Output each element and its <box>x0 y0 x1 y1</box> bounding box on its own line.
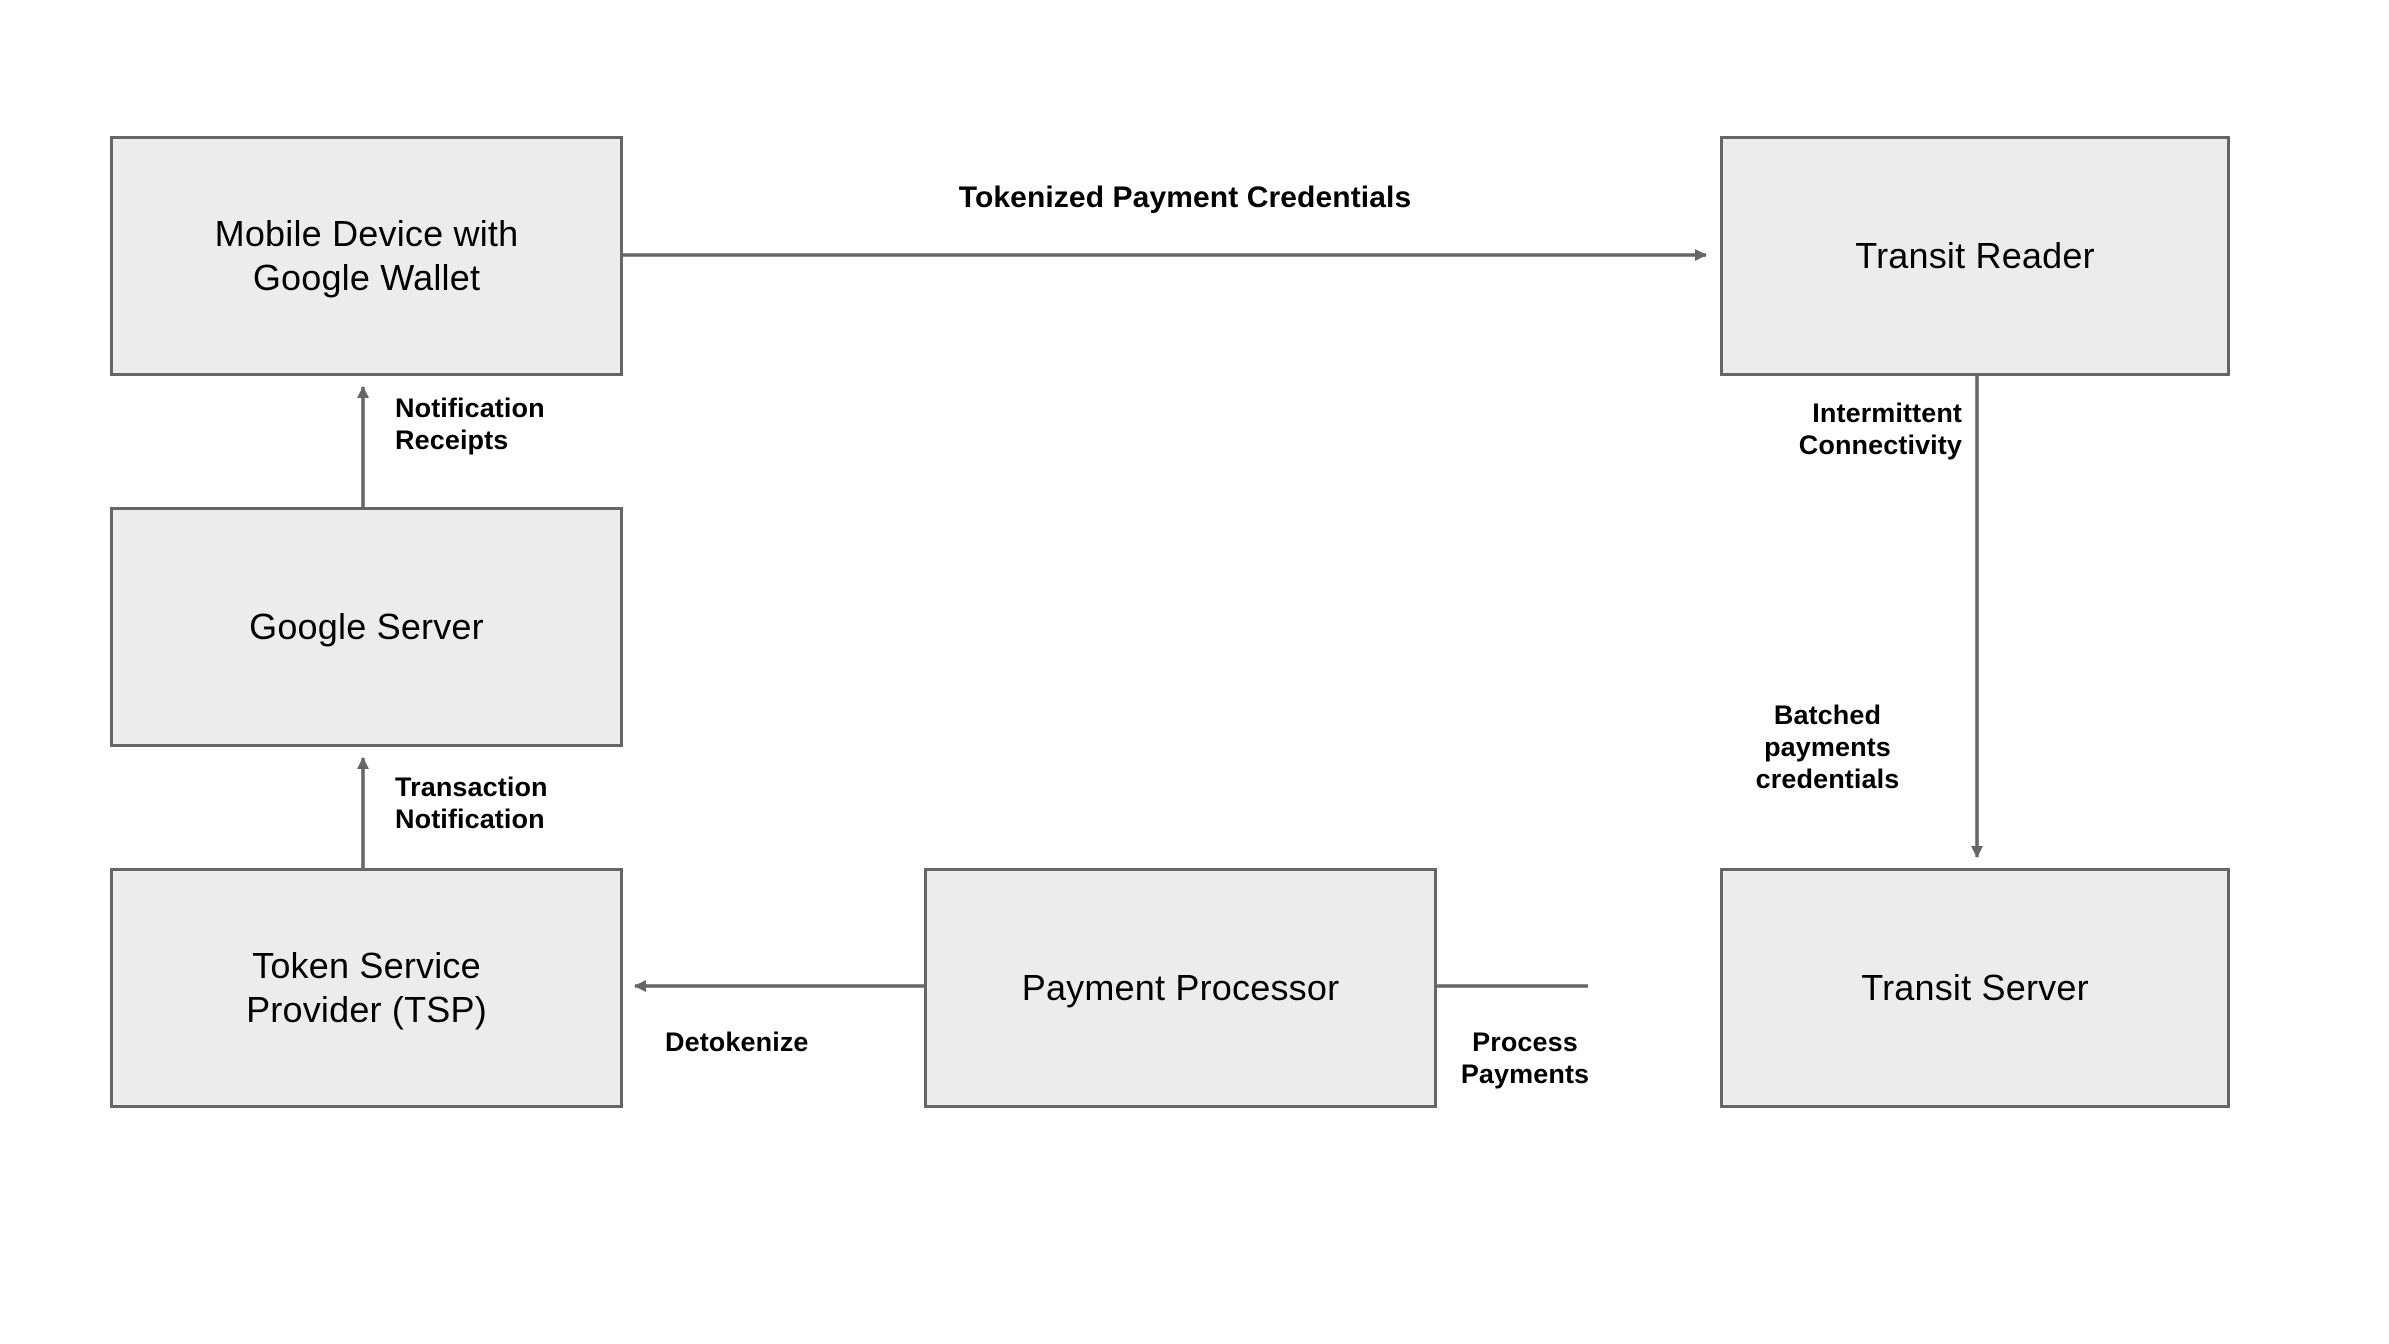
node-label-token-service-provider: Token Service Provider (TSP) <box>246 945 487 1030</box>
node-token-service-provider[interactable]: Token Service Provider (TSP) <box>110 868 623 1108</box>
node-label-transit-reader: Transit Reader <box>1855 235 2095 277</box>
node-label-google-server: Google Server <box>249 606 484 648</box>
edge-label-detokenize: Detokenize <box>665 1027 809 1057</box>
node-label-transit-server: Transit Server <box>1861 967 2089 1009</box>
node-label-payment-processor: Payment Processor <box>1021 967 1340 1009</box>
node-transit-reader[interactable]: Transit Reader <box>1720 136 2230 376</box>
node-label-mobile-device: Mobile Device with Google Wallet <box>214 213 519 298</box>
node-transit-server[interactable]: Transit Server <box>1720 868 2230 1108</box>
edge-label-batched-payments-credentials: Batched payments credentials <box>1755 700 1900 794</box>
edge-label-process-payments: Process Payments <box>1460 1027 1590 1089</box>
edge-label-intermittent-connectivity: Intermittent Connectivity <box>1798 398 1962 460</box>
node-payment-processor[interactable]: Payment Processor <box>924 868 1437 1108</box>
node-google-server[interactable]: Google Server <box>110 507 623 747</box>
edge-label-transaction-notification: Transaction Notification <box>395 772 548 834</box>
edge-label-tokenized-payment-credentials: Tokenized Payment Credentials <box>958 181 1412 214</box>
edge-label-notification-receipts: Notification Receipts <box>395 393 545 455</box>
node-mobile-device[interactable]: Mobile Device with Google Wallet <box>110 136 623 376</box>
